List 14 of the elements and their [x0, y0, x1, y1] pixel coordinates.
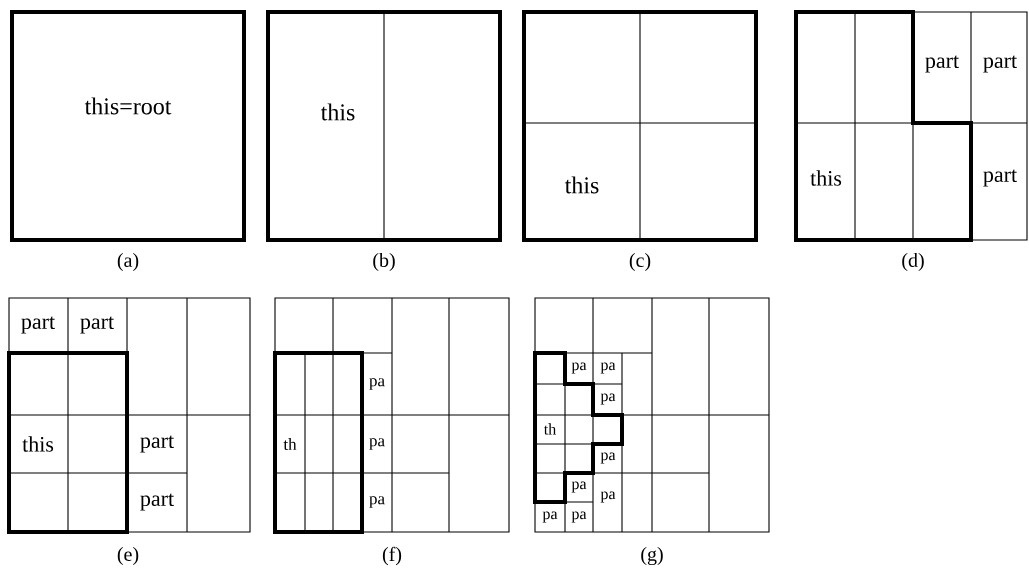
grid-panel: this: [266, 10, 502, 242]
panel-caption: (c): [629, 252, 651, 272]
grid-panel: part part this part part: [7, 297, 251, 534]
panel-caption: (f): [382, 546, 402, 566]
panel-caption: (g): [641, 546, 663, 566]
grid-panel: part part this part: [794, 10, 1028, 242]
grid-panel: this=root: [10, 10, 246, 242]
panel-caption: (e): [117, 546, 139, 566]
grid-panel: this: [522, 10, 758, 242]
panel-caption: (a): [117, 252, 139, 272]
panel-caption: (b): [373, 252, 395, 272]
panel-caption: (d): [902, 252, 924, 272]
grid-panel: pa th pa pa: [273, 297, 510, 534]
grid-panel: pa pa pa th pa pa pa pa pa: [533, 297, 770, 533]
